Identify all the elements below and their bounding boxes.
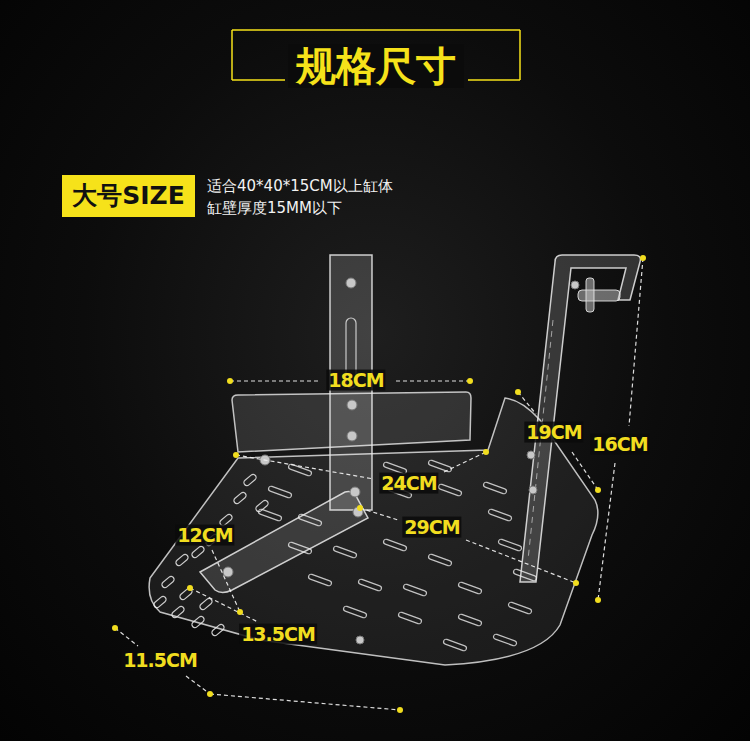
title-frame (231, 30, 233, 80)
dimension-lines (396, 380, 470, 381)
acrylic-shelf (347, 431, 357, 441)
acrylic-shelf (520, 255, 640, 582)
acrylic-shelf (350, 487, 360, 497)
acrylic-shelf (571, 281, 579, 289)
dimension-dots (233, 452, 239, 458)
acrylic-shelf (199, 597, 214, 611)
dimension-lines (572, 452, 598, 490)
size-label: 大号SIZE (72, 181, 185, 210)
acrylic-shelf (288, 464, 312, 477)
dimension-dots (640, 255, 646, 261)
acrylic-shelf (268, 486, 292, 499)
acrylic-shelf (483, 482, 507, 495)
dimension-lines (598, 463, 615, 600)
dimension-lines (466, 540, 576, 583)
acrylic-shelf (346, 278, 356, 288)
acrylic-shelf (438, 484, 462, 497)
dimension-lines (186, 676, 210, 694)
acrylic-shelf (358, 579, 382, 592)
dimension-label: 13.5CM (239, 624, 317, 645)
acrylic-shelf (153, 473, 270, 637)
dimension-lines (236, 455, 374, 479)
title-frame (232, 29, 520, 31)
dimension-lines (360, 508, 398, 520)
dimension-label: 24CM (379, 473, 438, 494)
acrylic-shelf (527, 451, 535, 459)
acrylic-shelf (255, 499, 270, 513)
dimension-dots (595, 487, 601, 493)
acrylic-shelf (233, 491, 248, 505)
acrylic-shelf (508, 602, 532, 615)
acrylic-shelf (398, 612, 422, 625)
size-badge: 大号SIZE (62, 175, 195, 217)
spec-note: 适合40*40*15CM以上缸体 (207, 177, 393, 195)
title-frame (519, 30, 521, 80)
acrylic-shelf (243, 473, 258, 487)
dimension-dots (187, 585, 193, 591)
dimension-label: 16CM (590, 434, 649, 455)
dimension-dots (573, 580, 579, 586)
acrylic-shelf (458, 614, 482, 627)
acrylic-shelf (529, 486, 537, 494)
acrylic-shelf (211, 623, 226, 637)
acrylic-shelf (333, 546, 357, 559)
dimension-lines (518, 392, 536, 414)
dimension-lines (444, 452, 486, 472)
dimension-lines (190, 588, 258, 622)
dimension-dots (595, 597, 601, 603)
dimension-dots (112, 625, 118, 631)
dimension-dots (397, 707, 403, 713)
acrylic-shelf (458, 582, 482, 595)
acrylic-shelf (488, 509, 512, 522)
title-frame (232, 79, 285, 81)
acrylic-shelf (578, 290, 620, 301)
acrylic-shelf (175, 553, 190, 567)
dimension-dots (483, 449, 489, 455)
acrylic-shelf (161, 575, 176, 589)
acrylic-shelf (443, 639, 467, 652)
dimension-dots (237, 609, 243, 615)
page-title: 规格尺寸 (288, 44, 464, 88)
dimension-lines (230, 380, 318, 381)
dimension-label: 18CM (326, 370, 385, 391)
dimension-lines (629, 258, 643, 426)
acrylic-shelf (149, 255, 640, 665)
dimension-label: 29CM (402, 517, 461, 538)
acrylic-shelf (308, 574, 332, 587)
acrylic-shelf (356, 636, 364, 644)
acrylic-shelf (171, 605, 186, 619)
dimension-lines (115, 258, 643, 710)
dimension-dots (227, 378, 233, 384)
acrylic-shelf (428, 554, 452, 567)
acrylic-shelf (493, 634, 517, 647)
dimension-label: 19CM (524, 422, 583, 443)
title-frame (468, 79, 520, 81)
acrylic-shelf (223, 278, 579, 644)
acrylic-shelf (428, 460, 452, 473)
acrylic-shelf (498, 539, 522, 552)
acrylic-shelf (191, 615, 206, 629)
acrylic-shelf (347, 400, 357, 410)
dimension-label: 11.5CM (121, 650, 199, 671)
acrylic-shelf (383, 539, 407, 552)
acrylic-shelf (153, 595, 168, 609)
dimension-dots (112, 255, 646, 713)
dimension-dots (207, 691, 213, 697)
acrylic-shelf (191, 545, 206, 559)
dimension-dots (467, 378, 473, 384)
dimension-label: 12CM (175, 525, 234, 546)
acrylic-shelf (586, 278, 594, 312)
dimension-dots (357, 505, 363, 511)
acrylic-shelf (403, 584, 427, 597)
dimension-lines (115, 628, 138, 646)
dimension-lines (210, 694, 400, 710)
acrylic-shelf (343, 606, 367, 619)
spec-note: 缸壁厚度15MM以下 (207, 199, 342, 217)
dimension-lines (212, 550, 240, 612)
dimension-dots (515, 389, 521, 395)
acrylic-shelf (223, 567, 233, 577)
